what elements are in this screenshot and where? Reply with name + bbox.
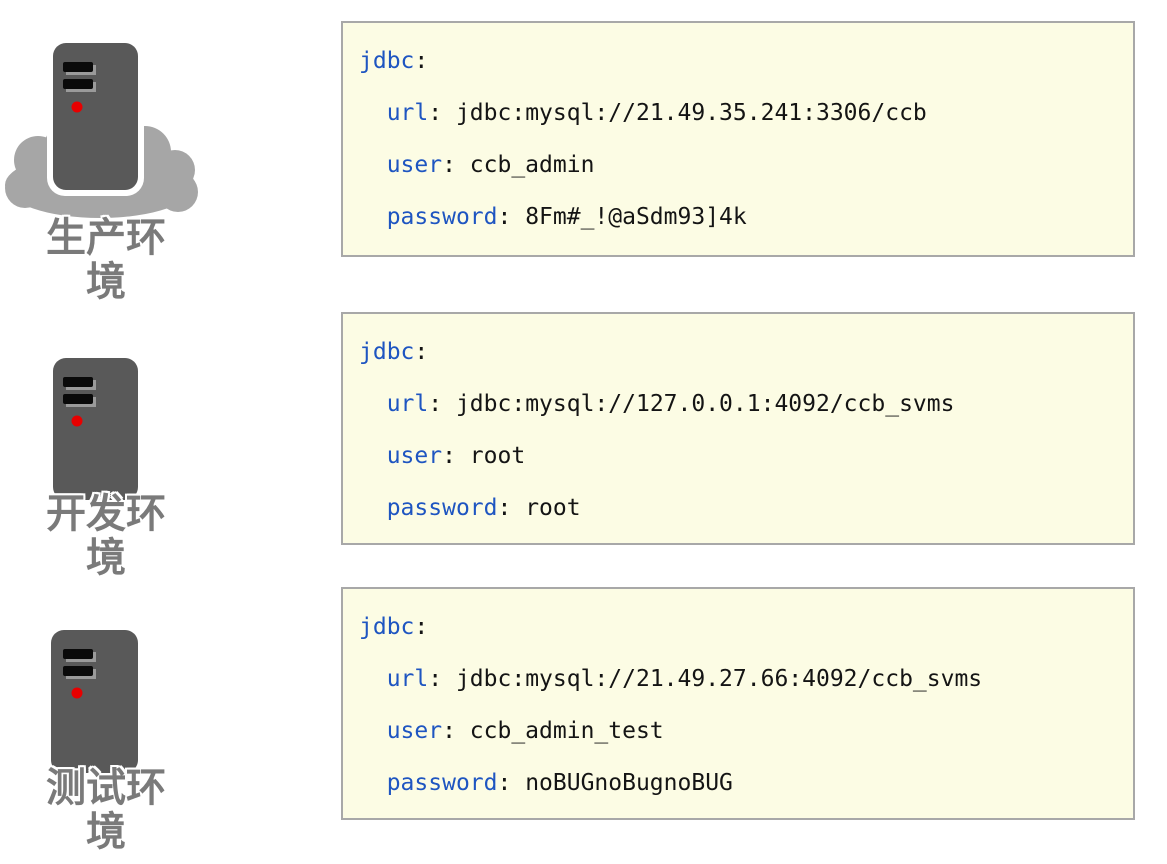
- yaml-key: url: [386, 666, 429, 692]
- env-label-production: 生产环 境: [0, 216, 212, 304]
- yaml-key: password: [386, 770, 498, 796]
- yaml-key: user: [386, 443, 443, 469]
- yaml-key: jdbc: [359, 339, 415, 365]
- server-tower-icon: [47, 37, 144, 196]
- yaml-root-line: jdbc:: [359, 48, 429, 74]
- yaml-key: password: [386, 495, 498, 521]
- yaml-key: user: [386, 718, 443, 744]
- led-indicator-icon: [71, 687, 83, 699]
- yaml-value: ccb_admin: [469, 152, 595, 178]
- led-indicator-icon: [71, 101, 83, 113]
- yaml-root-line: jdbc:: [359, 339, 429, 365]
- yaml-value: jdbc:mysql://21.49.27.66:4092/ccb_svms: [455, 666, 983, 692]
- env-label-line: 境: [86, 259, 126, 305]
- yaml-entry-line: password: 8Fm#_!@aSdm93]4k: [386, 204, 747, 230]
- yaml-value: root: [469, 443, 526, 469]
- yaml-entry-line: url: jdbc:mysql://127.0.0.1:4092/ccb_svm…: [386, 391, 955, 417]
- env-label-line: 开发环: [46, 491, 166, 537]
- server-icon: [51, 630, 138, 773]
- yaml-key: user: [386, 152, 443, 178]
- yaml-entry-line: user: root: [386, 443, 526, 469]
- yaml-entry-line: password: root: [386, 495, 581, 521]
- yaml-value: jdbc:mysql://127.0.0.1:4092/ccb_svms: [455, 391, 955, 417]
- env-label-development: 开发环 境: [0, 492, 212, 580]
- yaml-value: 8Fm#_!@aSdm93]4k: [525, 204, 747, 230]
- yaml-key: jdbc: [359, 48, 415, 74]
- env-label-line: 测试环: [46, 765, 166, 811]
- yaml-entry-line: user: ccb_admin: [386, 152, 595, 178]
- yaml-key: url: [386, 391, 429, 417]
- yaml-entry-line: user: ccb_admin_test: [386, 718, 664, 744]
- server-cloud-icon: [5, 37, 198, 218]
- server-tower-icon: [51, 630, 138, 773]
- config-block-development: jdbc: url: jdbc:mysql://127.0.0.1:4092/c…: [341, 312, 1135, 545]
- yaml-key: password: [386, 204, 498, 230]
- config-block-production: jdbc: url: jdbc:mysql://21.49.35.241:330…: [341, 21, 1135, 257]
- env-label-line: 生产环: [46, 215, 166, 261]
- yaml-key: url: [386, 100, 429, 126]
- server-tower-icon: [53, 358, 138, 500]
- yaml-value: noBUGnoBugnoBUG: [525, 770, 733, 796]
- yaml-entry-line: password: noBUGnoBugnoBUG: [386, 770, 733, 796]
- yaml-value: jdbc:mysql://21.49.35.241:3306/ccb: [455, 100, 927, 126]
- yaml-value: root: [525, 495, 581, 521]
- env-label-line: 境: [86, 809, 126, 855]
- led-indicator-icon: [71, 415, 83, 427]
- yaml-key: jdbc: [359, 614, 415, 640]
- yaml-entry-line: url: jdbc:mysql://21.49.35.241:3306/ccb: [386, 100, 927, 126]
- env-label-line: 境: [86, 535, 126, 581]
- yaml-entry-line: url: jdbc:mysql://21.49.27.66:4092/ccb_s…: [386, 666, 983, 692]
- env-label-test: 测试环 境: [0, 766, 212, 854]
- config-block-test: jdbc: url: jdbc:mysql://21.49.27.66:4092…: [341, 587, 1135, 820]
- yaml-value: ccb_admin_test: [469, 718, 664, 744]
- server-icon: [53, 358, 138, 500]
- yaml-root-line: jdbc:: [359, 614, 429, 640]
